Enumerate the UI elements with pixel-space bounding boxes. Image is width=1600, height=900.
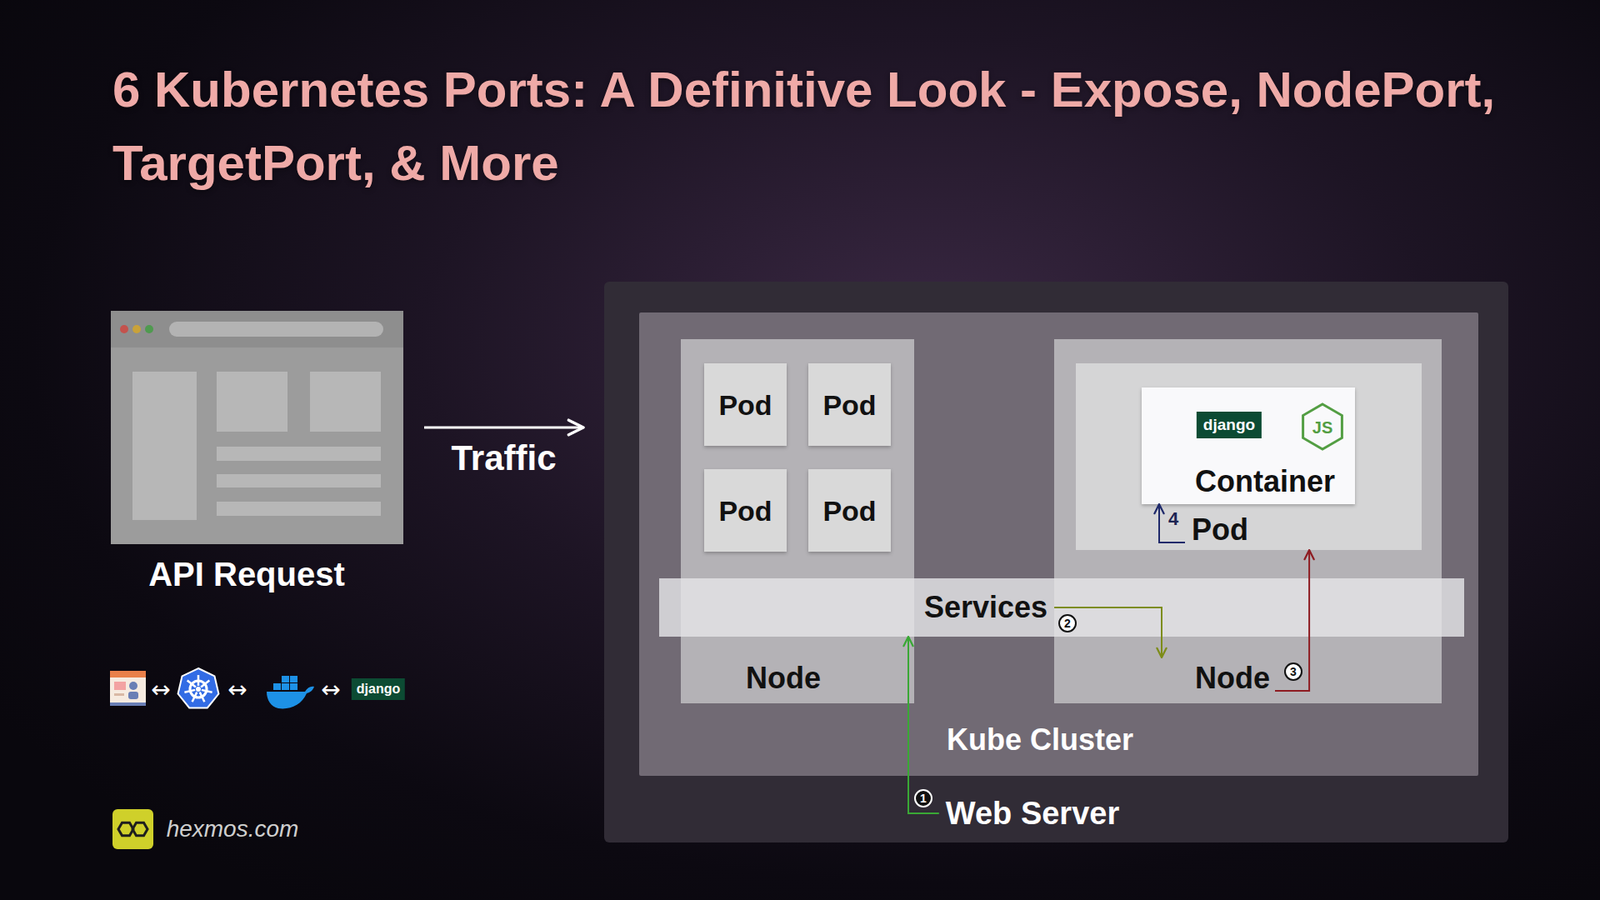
logo-text: django [351, 678, 405, 700]
diagram-title: 6 Kubernetes Ports: A Definitive Look - … [112, 53, 1546, 200]
callout-number: 1 [914, 789, 933, 808]
connector [1054, 607, 1162, 658]
spoke [184, 690, 195, 693]
callout-number: 3 [1284, 662, 1303, 681]
arrow-symbol: ↔ [150, 675, 170, 704]
spoke [187, 680, 196, 687]
node-label: Web Server [945, 795, 1120, 832]
spoke [201, 690, 213, 693]
browser-icon-person [128, 691, 139, 700]
connector [1159, 504, 1185, 543]
arrow-symbol: ↔ [227, 675, 247, 704]
callout-number: 2 [1058, 614, 1077, 633]
spoke [200, 692, 205, 703]
node-label: Pod [822, 494, 876, 527]
docker-box [281, 683, 290, 690]
browser-icon-line [114, 693, 125, 696]
page-block [310, 371, 381, 432]
docker-box [273, 683, 281, 690]
browser-icon-bar [110, 670, 146, 678]
docker-box [281, 675, 290, 683]
arrow-symbol: ↔ [320, 675, 340, 704]
browser-window [110, 310, 404, 545]
browser-bar [110, 310, 404, 348]
web-server-panel: Web ServerKube ClusterNodePodPodPodPodNo… [604, 281, 1509, 843]
node-label: Container [1195, 464, 1335, 500]
page-line [216, 474, 381, 488]
address-bar [169, 321, 384, 337]
spoke [192, 692, 198, 703]
node-label: Pod [1191, 512, 1249, 548]
kubernetes-icon [178, 668, 220, 709]
connector [424, 426, 584, 430]
node-box: Node Pod Container [1054, 339, 1442, 704]
logo-text: JS [1312, 418, 1333, 438]
node-label: Node [1195, 660, 1270, 696]
hexmos-mark [132, 822, 148, 836]
pod-box: Pod [808, 363, 891, 446]
pod-box: Pod [704, 469, 787, 552]
browser-icon-person [129, 681, 138, 690]
pod-box: Pod [808, 469, 891, 552]
node-label: Node [745, 660, 821, 696]
docker-box [290, 683, 298, 690]
node-label: API Request [148, 555, 345, 594]
browser-icon-base [110, 702, 146, 706]
page-line [216, 446, 381, 461]
logo-text: django [1196, 411, 1262, 439]
page-line [216, 501, 381, 516]
node-label: Pod [822, 388, 876, 421]
watermark: hexmos.com [166, 815, 300, 843]
node-label: Pod [718, 494, 772, 527]
connector [1275, 550, 1310, 691]
page-block [216, 371, 288, 432]
browser-icon [110, 670, 146, 706]
kubernetes-spokes [184, 675, 212, 702]
docker-box [290, 675, 298, 683]
node-label: Kube Cluster [946, 722, 1134, 758]
node-label: Pod [718, 388, 772, 421]
window-dot [132, 325, 141, 334]
node-box: NodePodPodPodPod [680, 339, 915, 704]
node-label: Services [924, 590, 1048, 625]
edge-label: Traffic [450, 438, 556, 479]
callout-number: 4 [1168, 508, 1179, 530]
connector [908, 636, 940, 814]
nodejs-logo [1303, 404, 1343, 450]
cluster-panel: Kube ClusterNodePodPodPodPodNodePodConta… [639, 312, 1479, 776]
page-block [132, 371, 197, 520]
hexmos-logo [112, 809, 154, 850]
window-dot [120, 325, 129, 334]
pod-box: Pod Container [1075, 363, 1422, 550]
browser-icon-block [114, 681, 126, 690]
spoke [197, 675, 200, 686]
pod-box: Pod [704, 363, 787, 446]
kubernetes-hub [195, 686, 201, 692]
spoke [200, 680, 210, 687]
window-dot [145, 325, 154, 334]
